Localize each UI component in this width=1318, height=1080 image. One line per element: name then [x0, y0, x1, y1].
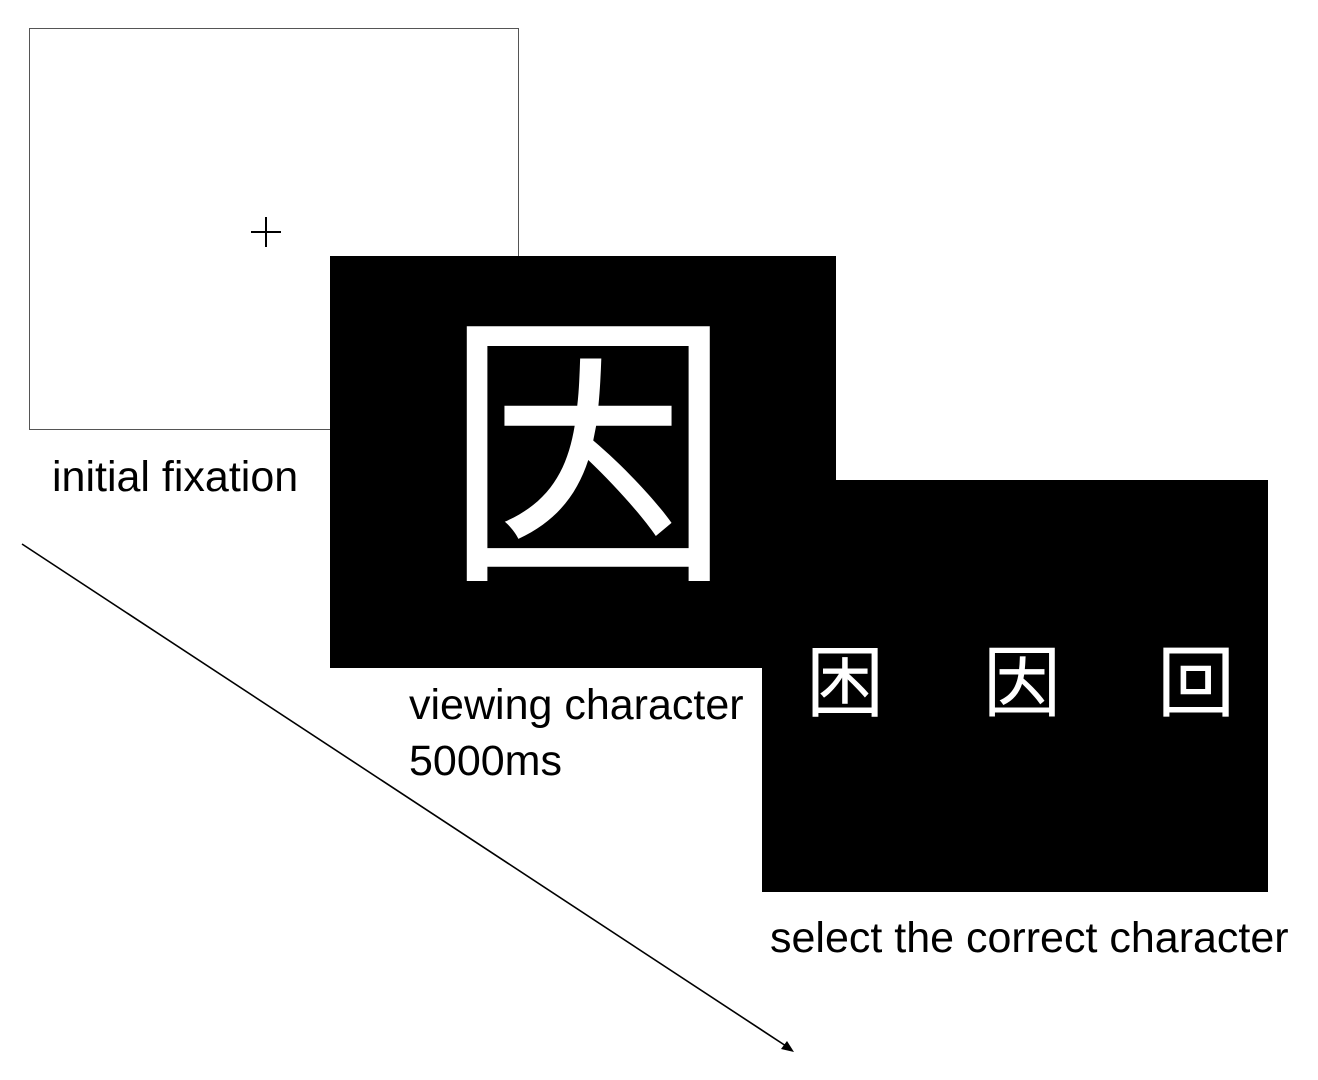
option-character-2[interactable]: 因	[982, 639, 1061, 729]
viewing-duration-label: 5000ms	[409, 737, 562, 785]
target-character: 因	[443, 290, 733, 627]
fixation-cross-icon	[251, 217, 281, 247]
selection-screen: 困 因 回	[762, 480, 1268, 892]
option-character-3[interactable]: 回	[1156, 639, 1235, 729]
select-caption: select the correct character	[770, 914, 1289, 962]
fixation-caption: initial fixation	[52, 453, 299, 501]
viewing-caption: viewing character	[409, 681, 744, 729]
viewing-character-screen: 因	[330, 256, 836, 668]
option-character-1[interactable]: 困	[805, 639, 884, 729]
